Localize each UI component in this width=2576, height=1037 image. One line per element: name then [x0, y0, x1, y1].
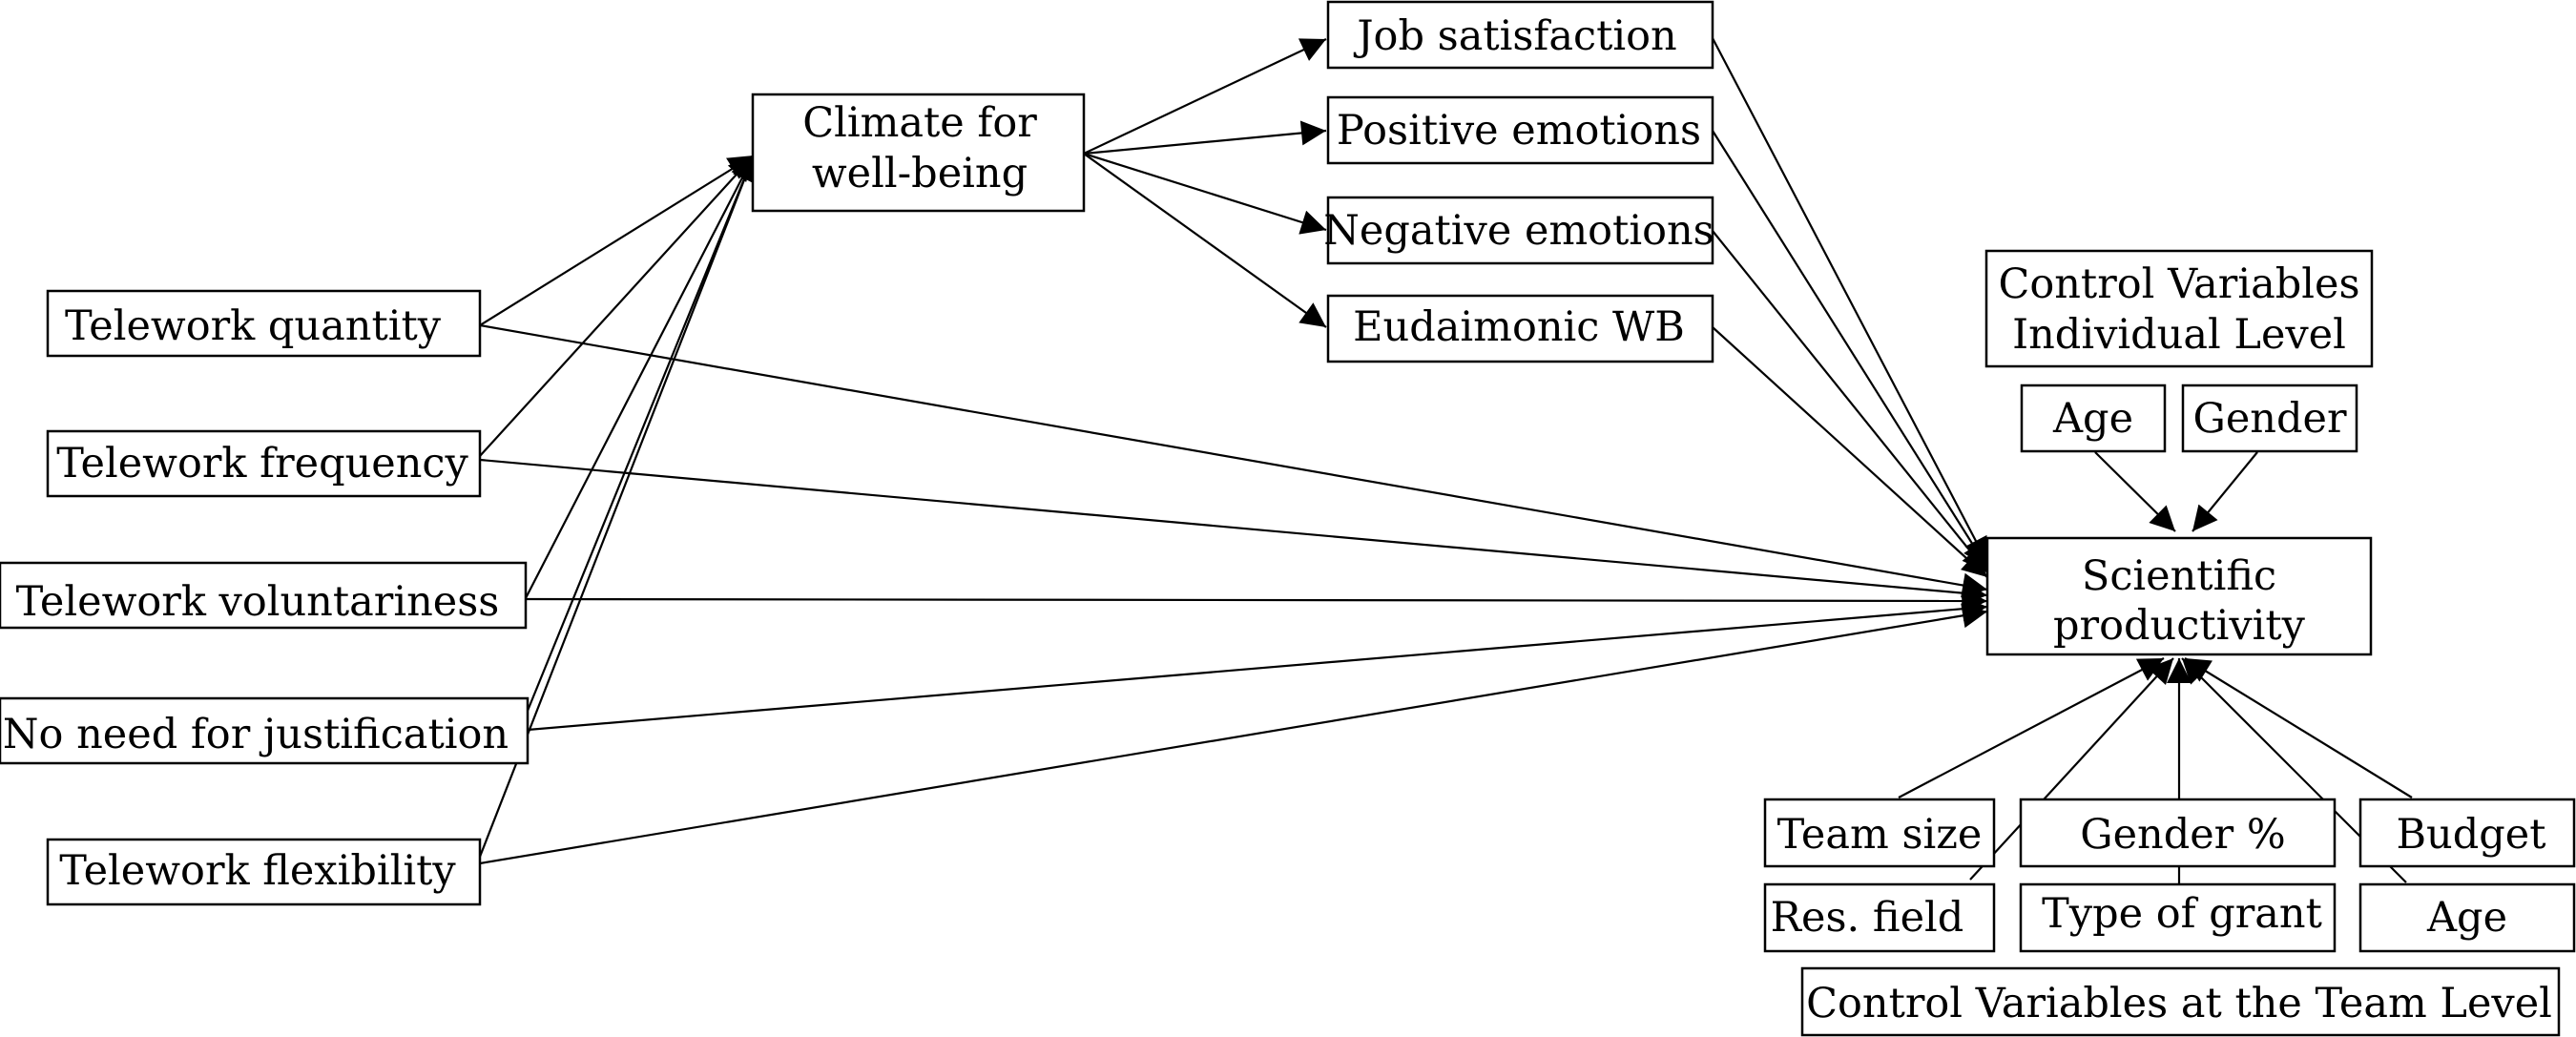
- node-label: Gender %: [2080, 811, 2286, 859]
- node-label: Positive emotions: [1337, 107, 1701, 155]
- node-telework-quantity: Telework quantity: [46, 289, 482, 358]
- node-label: Gender: [2192, 395, 2346, 443]
- node-age-team: Age: [2358, 882, 2576, 953]
- edge-telework-frequency-to-productivity: [479, 458, 1988, 606]
- node-label: Negative emotions: [1323, 207, 1714, 255]
- node-box: [46, 429, 482, 498]
- node-label: Control Variables at the Team Level: [1806, 980, 2552, 1027]
- edge-job-satisfaction-to-productivity: [1712, 37, 1988, 564]
- node-box: [1763, 798, 1996, 868]
- node-label: Res. field: [1771, 894, 1964, 942]
- node-type-of-grant: Type of grant: [2019, 882, 2337, 953]
- node-label-line1: Scientific: [2082, 552, 2276, 600]
- edge-no-need-justification-to-climate: [526, 155, 757, 712]
- edge-eudaimonic-wb-to-productivity: [1712, 326, 1988, 578]
- node-box: [0, 696, 530, 765]
- node-no-need-justification: No need for justification: [0, 696, 530, 765]
- edge-budget-to-productivity: [2184, 657, 2413, 798]
- edge-team-size-to-productivity: [1898, 657, 2165, 798]
- node-box: [1326, 95, 1714, 165]
- node-label: Age: [2426, 894, 2507, 942]
- node-label-line1: Control Variables: [1998, 260, 2359, 308]
- node-box: [1984, 249, 2374, 368]
- node-label: Team size: [1777, 811, 1983, 859]
- node-box: [1985, 536, 2373, 656]
- node-control-variables-individual-level: Control Variables Individual Level: [1984, 249, 2374, 368]
- node-positive-emotions: Positive emotions: [1326, 95, 1714, 165]
- node-box: [1763, 882, 1996, 953]
- node-negative-emotions: Negative emotions: [1323, 196, 1714, 265]
- node-label-line2: Individual Level: [2012, 311, 2346, 359]
- node-box: [2181, 384, 2358, 453]
- node-box: [1326, 0, 1714, 70]
- node-label: Budget: [2396, 811, 2545, 859]
- node-label: Age: [2052, 395, 2133, 443]
- node-eudaimonic-wb: Eudaimonic WB: [1326, 294, 1714, 363]
- node-box: [1800, 966, 2561, 1037]
- node-box: [1326, 196, 1714, 265]
- node-label-line2: well-being: [812, 150, 1028, 197]
- node-job-satisfaction: Job satisfaction: [1326, 0, 1714, 70]
- edge-climate-to-job-satisfaction: [1083, 38, 1327, 155]
- node-label: No need for justification: [3, 711, 509, 758]
- edges-layer: [478, 37, 2413, 885]
- node-box: [46, 289, 482, 358]
- edge-telework-quantity-to-climate: [479, 155, 755, 326]
- node-box: [0, 561, 528, 630]
- node-climate-for-well-being: Climate for well-being: [751, 93, 1086, 213]
- node-age-individual: Age: [2020, 384, 2167, 453]
- node-label: Eudaimonic WB: [1353, 303, 1685, 351]
- edge-climate-to-positive-emotions: [1083, 120, 1327, 156]
- node-label: Telework quantity: [65, 302, 442, 350]
- node-box: [2358, 882, 2576, 953]
- edge-res-field-to-productivity: [1969, 657, 2174, 881]
- node-label: Job satisfaction: [1353, 12, 1676, 60]
- node-control-variables-team-level: Control Variables at the Team Level: [1800, 966, 2561, 1037]
- node-label: Telework voluntariness: [16, 578, 500, 626]
- node-box: [46, 838, 482, 906]
- node-telework-flexibility: Telework flexibility: [46, 838, 482, 906]
- node-box: [2020, 384, 2167, 453]
- node-label-line1: Climate for: [802, 99, 1037, 147]
- edge-climate-to-eudaimonic-wb: [1083, 153, 1327, 328]
- edge-telework-voluntariness-to-climate: [525, 155, 755, 599]
- node-gender-individual: Gender: [2181, 384, 2358, 453]
- node-label-line2: productivity: [2053, 602, 2306, 650]
- edge-positive-emotions-to-productivity: [1712, 130, 1988, 569]
- node-telework-voluntariness: Telework voluntariness: [0, 561, 528, 630]
- node-box: [1326, 294, 1714, 363]
- node-team-size: Team size: [1763, 798, 1996, 868]
- edge-telework-frequency-to-climate: [479, 155, 755, 457]
- node-box: [2019, 798, 2337, 868]
- edge-climate-to-negative-emotions: [1083, 152, 1327, 235]
- node-box: [2019, 882, 2337, 953]
- node-telework-frequency: Telework frequency: [46, 429, 482, 498]
- node-budget: Budget: [2358, 798, 2576, 868]
- node-res-field: Res. field: [1763, 882, 1996, 953]
- edge-age-individual-to-productivity: [2094, 451, 2176, 532]
- edge-no-need-justification-to-productivity: [527, 596, 1988, 732]
- edge-negative-emotions-to-productivity: [1712, 230, 1988, 573]
- node-gender-percent: Gender %: [2019, 798, 2337, 868]
- edge-telework-quantity-to-productivity: [479, 323, 1988, 598]
- node-label: Telework flexibility: [59, 847, 456, 895]
- node-label: Telework frequency: [56, 440, 468, 487]
- node-box: [2358, 798, 2576, 868]
- edge-gender-individual-to-productivity: [2192, 451, 2258, 532]
- edge-telework-voluntariness-to-productivity: [525, 588, 1988, 613]
- node-box: [751, 93, 1086, 213]
- edge-telework-flexibility-to-productivity: [479, 603, 1988, 865]
- node-label: Type of grant: [2042, 890, 2322, 938]
- node-scientific-productivity: Scientific productivity: [1985, 536, 2373, 656]
